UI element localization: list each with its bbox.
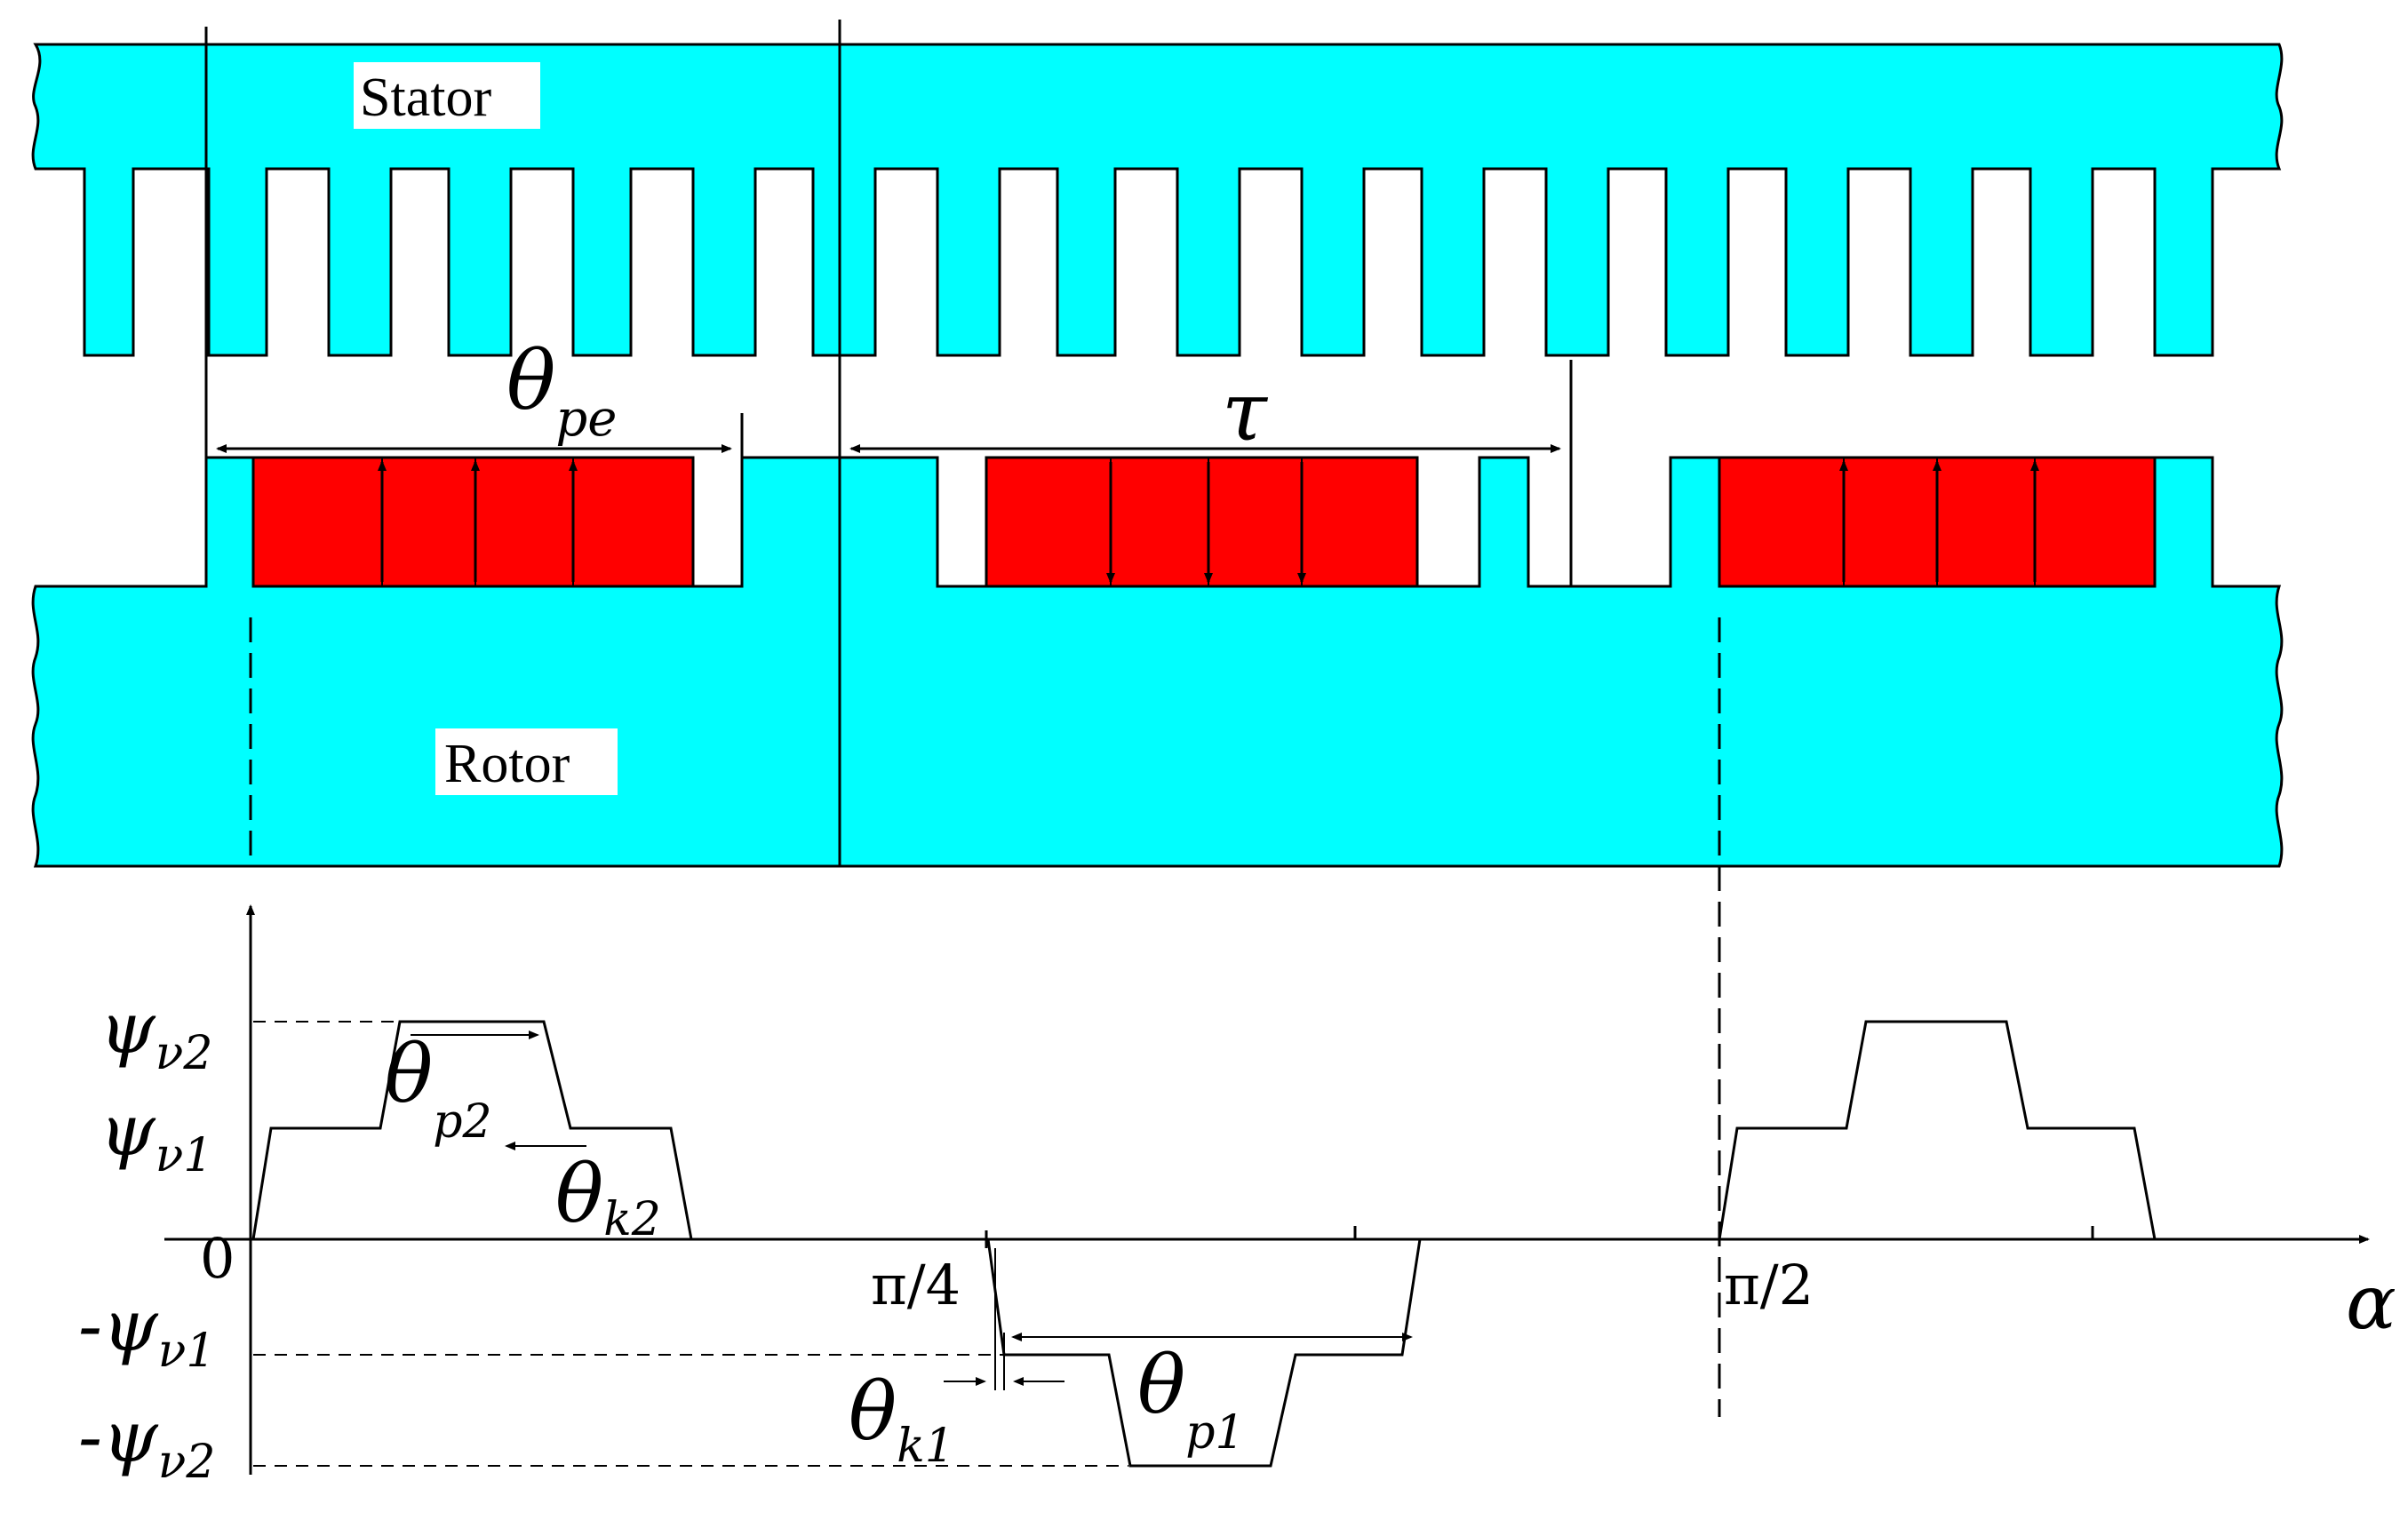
axis-alpha-label: α <box>2346 1259 2396 1346</box>
theta-k1-label: θk1 <box>849 1365 954 1473</box>
axis-zero-label: 0 <box>200 1226 235 1291</box>
flux-waveform-2 <box>986 1238 1422 1468</box>
flux-plot: θp2 θk2 θp1 θk1 0 π/4 π/2 α ψν2 ψν1 -ψν1… <box>78 904 2396 1489</box>
stator-body <box>31 43 2284 357</box>
magnets <box>251 456 2157 588</box>
minus-psi-v1-label: -ψν1 <box>78 1285 215 1378</box>
rotor-label: Rotor <box>444 734 570 794</box>
theta-p2-label: θp2 <box>385 1028 492 1149</box>
reference-lines <box>204 20 1721 1417</box>
magnet-2-body <box>985 456 1419 588</box>
psi-v1-label: ψν1 <box>100 1089 212 1182</box>
stator-label: Stator <box>360 68 491 128</box>
theta-p1-label: θp1 <box>1137 1339 1245 1460</box>
stator: Stator <box>31 43 2284 357</box>
axis-pi-over-4-label: π/4 <box>871 1253 961 1317</box>
tau-label: τ <box>1222 364 1269 459</box>
svg-text:θpe: θpe <box>506 333 617 448</box>
magnet-2 <box>985 456 1419 588</box>
psi-v2-label: ψν2 <box>100 987 212 1080</box>
flux-waveform-1 <box>251 1020 693 1240</box>
stator-label-box <box>354 62 540 129</box>
axis-pi-over-2-label: π/2 <box>1724 1253 1814 1317</box>
theta-pe-label: θpe <box>506 333 617 448</box>
minus-psi-v2-label: -ψν2 <box>78 1396 215 1489</box>
magnet-1-body <box>251 456 695 588</box>
magnet-1 <box>251 456 695 588</box>
rotor-label-box <box>435 728 618 795</box>
flux-waveform-3 <box>1718 1020 2157 1240</box>
magnet-3 <box>1718 456 2157 588</box>
theta-k2-label: θk2 <box>555 1148 661 1246</box>
